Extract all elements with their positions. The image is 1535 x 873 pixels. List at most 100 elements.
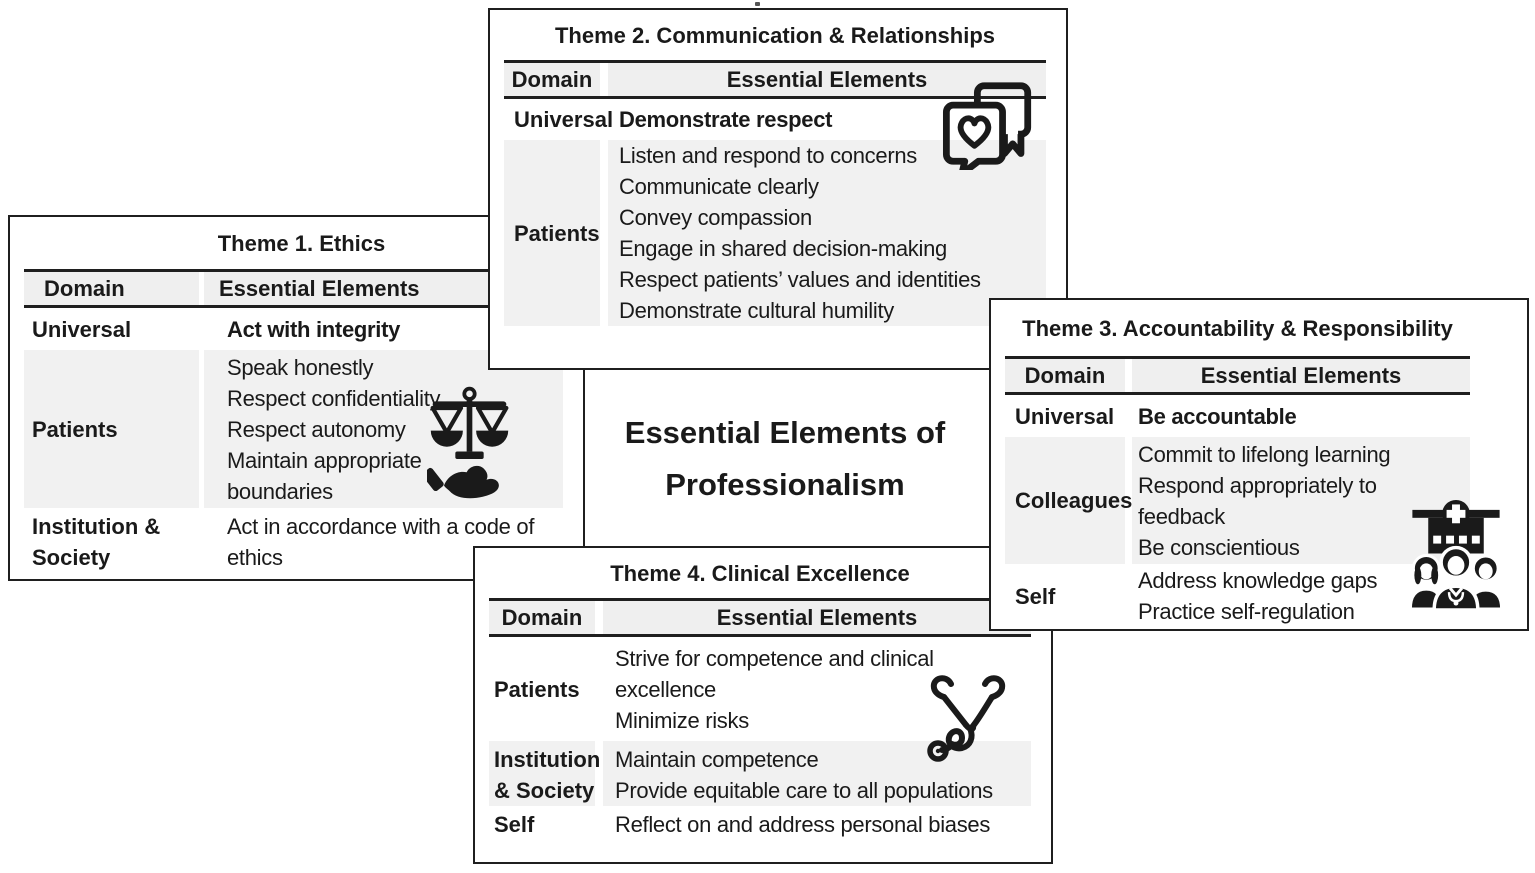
domain-label: Colleagues — [1015, 488, 1133, 513]
domain-label: Universal — [1015, 403, 1115, 429]
elements-cell: Commit to lifelong learning Respond appr… — [1132, 437, 1470, 564]
column-header-domain: Domain — [1005, 359, 1125, 392]
element-line: Listen and respond to concerns — [619, 143, 917, 168]
divider — [24, 305, 579, 308]
elements-cell: Maintain competence Provide equitable ca… — [603, 741, 1031, 806]
element-line: Commit to lifelong learning — [1138, 441, 1391, 467]
elements-cell: Listen and respond to concerns Communica… — [608, 140, 1046, 326]
table-row-patients: Patients Strive for competence and clini… — [489, 637, 1031, 741]
theme4-content: Theme 4. Clinical Excellence Domain Esse… — [489, 548, 1031, 845]
element-line: Communicate clearly — [619, 174, 819, 199]
element-line: Act with integrity — [227, 316, 401, 342]
divider — [489, 634, 1031, 637]
medical-team-icon — [1408, 499, 1504, 610]
domain-label: Universal — [514, 107, 614, 132]
theme2-communication-table: Theme 2. Communication & Relationships D… — [488, 8, 1068, 370]
element-line: Provide equitable care to all population… — [615, 778, 993, 803]
table-row-self: Self Address knowledge gaps Practice sel… — [1005, 564, 1470, 628]
domain-cell: Self — [489, 803, 595, 845]
element-line: Demonstrate cultural humility — [619, 298, 894, 323]
element-line: Practice self-regulation — [1138, 599, 1355, 624]
table-row-universal: Universal Act with integrity — [24, 308, 563, 350]
figure-title-line2: Professionalism — [665, 467, 905, 502]
domain-cell: Colleagues — [1005, 437, 1133, 564]
divider — [1005, 392, 1470, 395]
elements-cell: Reflect on and address personal biases — [603, 803, 1031, 845]
chat-bubbles-heart-icon — [942, 82, 1032, 170]
elements-cell: Speak honestly Respect confidentiality R… — [204, 350, 563, 508]
divider — [504, 60, 1046, 63]
element-line: Respond appropriately to — [1138, 472, 1377, 498]
column-header-domain: Domain — [24, 272, 199, 305]
element-line: Reflect on and address personal biases — [615, 811, 991, 837]
table-row-institution-society: Institution & Society Act in accordance … — [24, 508, 563, 576]
domain-label: Universal — [32, 316, 132, 342]
element-line: feedback — [1138, 503, 1225, 529]
element-line: Engage in shared decision-making — [619, 236, 947, 261]
stethoscope-icon — [927, 675, 1006, 762]
table-header-row: Domain Essential Elements — [489, 601, 1031, 634]
domain-label: & Society — [494, 778, 595, 803]
element-line: excellence — [615, 676, 716, 702]
table-title: Theme 4. Clinical Excellence — [610, 561, 910, 586]
theme4-clinical-excellence-table: Theme 4. Clinical Excellence Domain Esse… — [473, 546, 1053, 864]
elements-cell: Be accountable — [1132, 395, 1470, 437]
domain-label: Self — [1015, 583, 1056, 609]
table-header-row: Domain Essential Elements — [504, 63, 1046, 96]
domain-cell: Patients — [504, 140, 600, 326]
elements-cell: Act in accordance with a code of ethics — [204, 508, 563, 576]
theme3-accountability-table: Theme 3. Accountability & Responsibility… — [989, 298, 1529, 631]
domain-cell: Universal — [1005, 395, 1125, 437]
elements-cell: Act with integrity — [204, 308, 563, 350]
elements-cell: Demonstrate respect — [608, 99, 1046, 140]
column-header-elements: Essential Elements — [603, 601, 1031, 634]
elements-cell: Address knowledge gaps Practice self-reg… — [1132, 564, 1470, 628]
element-line: Respect patients’ values and identities — [619, 267, 981, 292]
domain-cell: Patients — [24, 350, 199, 508]
figure-title: Essential Elements of Professionalism — [585, 407, 985, 511]
element-line: Maintain appropriate — [227, 447, 422, 473]
element-line: Respect autonomy — [227, 416, 406, 442]
column-header-domain: Domain — [489, 601, 595, 634]
domain-label: Patients — [514, 220, 600, 246]
domain-cell: Self — [1005, 564, 1125, 628]
table-row-universal: Universal Be accountable — [1005, 395, 1470, 437]
column-header-elements: Essential Elements — [1132, 359, 1470, 392]
element-line: Convey compassion — [619, 205, 812, 230]
domain-label: Self — [494, 811, 535, 837]
column-header-domain: Domain — [504, 63, 600, 96]
domain-cell: Universal — [24, 308, 199, 350]
domain-label: Patients — [494, 676, 580, 702]
element-line: Strive for competence and clinical — [615, 645, 934, 671]
domain-label: Institution & — [32, 514, 161, 539]
divider — [504, 96, 1046, 99]
divider — [489, 598, 1031, 601]
element-line: Respect confidentiality — [227, 385, 441, 411]
table-title: Theme 2. Communication & Relationships — [554, 23, 996, 48]
table-header-row: Domain Essential Elements — [1005, 359, 1470, 392]
justice-scale-hand-icon — [427, 386, 509, 499]
element-line: Speak honestly — [227, 354, 374, 380]
table-row-patients: Patients Speak honestly Respect confiden… — [24, 350, 563, 508]
stray-mark — [755, 2, 760, 6]
domain-label: Institution — [494, 747, 601, 772]
domain-cell: Patients — [489, 637, 595, 741]
element-line: Demonstrate respect — [619, 107, 833, 132]
elements-cell: Strive for competence and clinical excel… — [603, 637, 1031, 741]
figure-title-line1: Essential Elements of — [624, 415, 946, 450]
table-row-universal: Universal Demonstrate respect — [504, 99, 1046, 140]
element-line: Maintain competence — [615, 747, 819, 772]
domain-label: Society — [32, 545, 111, 570]
theme2-content: Theme 2. Communication & Relationships D… — [504, 10, 1046, 326]
element-line: Address knowledge gaps — [1138, 568, 1378, 593]
divider — [24, 269, 579, 272]
domain-cell: Institution & Society — [24, 508, 199, 576]
domain-cell: Universal — [504, 99, 614, 140]
theme3-content: Theme 3. Accountability & Responsibility… — [1005, 300, 1470, 628]
table-title: Theme 1. Ethics — [217, 231, 386, 256]
table-row-institution-society: Institution & Society Maintain competenc… — [489, 741, 1031, 806]
table-title: Theme 3. Accountability & Responsibility — [1022, 316, 1453, 341]
domain-label: Patients — [32, 416, 118, 442]
table-row-self: Self Reflect on and address personal bia… — [489, 803, 1031, 845]
